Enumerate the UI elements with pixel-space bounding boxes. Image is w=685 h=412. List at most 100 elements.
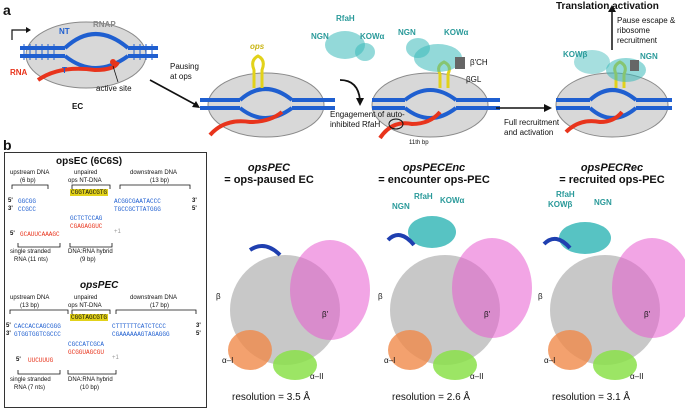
- ec-hybrid-rna-seq: CGAGAGGUC: [70, 223, 103, 230]
- s1-beta: β: [216, 292, 221, 301]
- s1-beta-prime: β': [322, 310, 329, 319]
- s3-beta-prime: β': [644, 310, 651, 319]
- pause-escape-line2: ribosome: [617, 26, 650, 35]
- ec-ss-label-1: single stranded: [10, 249, 51, 255]
- engagement-line1: Engagement of auto-: [330, 110, 405, 119]
- pec-title-line1: opsPEC: [247, 162, 291, 174]
- kow-alpha-enc-label: KOWα: [444, 28, 469, 37]
- pec-seq-title: opsPEC: [80, 280, 119, 291]
- ec-downstream-dna: downstream DNA: [130, 170, 178, 176]
- ec-hybrid-label-2: (9 bp): [80, 257, 96, 263]
- s3-resolution: resolution = 3.1 Å: [552, 392, 631, 403]
- nt-label: NT: [59, 27, 70, 36]
- pec-top-left-seq: CACCACCAGCGGG: [14, 323, 61, 330]
- ec-dna-ticks: [23, 44, 153, 60]
- enc-title-line1: opsPECEnc: [402, 162, 466, 174]
- t-label: T: [62, 66, 67, 75]
- pec-ops-loop-seq: CGGTAGCGTG: [70, 314, 109, 321]
- s3-ngn: NGN: [594, 198, 612, 207]
- ngn-label: NGN: [311, 32, 329, 41]
- translation-activation-label: Translation activation: [556, 1, 659, 12]
- pec-rna-5prime: 5': [16, 357, 21, 363]
- s3-rfah: RfaH: [556, 190, 575, 199]
- structure-enc: [386, 216, 532, 380]
- structure-pec: [228, 240, 370, 380]
- rna-label: RNA: [10, 68, 28, 77]
- pec-downstream-bp: (17 bp): [150, 303, 170, 309]
- ec-upstream-bp: (6 bp): [20, 178, 36, 184]
- s2-rfah: RfaH: [414, 192, 433, 201]
- structure-models: [228, 216, 685, 380]
- pec-upstream-dna: upstream DNA: [10, 295, 50, 301]
- ec-start-arrow: [11, 29, 26, 40]
- pause-escape-line1: Pause escape &: [617, 16, 676, 25]
- ec-ops-nt-dna: ops NT-DNA: [68, 178, 102, 184]
- sequence-panel: [4, 152, 207, 408]
- panel-a-schematic: [11, 5, 672, 140]
- s3-beta: β: [538, 292, 543, 301]
- pec-title: opsPEC = ops-paused EC: [210, 162, 328, 186]
- s2-resolution: resolution = 2.6 Å: [392, 392, 471, 403]
- s2-beta-prime: β': [484, 310, 491, 319]
- beta-ch-block: [455, 57, 465, 69]
- beta-gl-label: βGL: [466, 75, 482, 84]
- ngn-rec-label: NGN: [640, 52, 658, 61]
- ec-hybrid-dna-seq: GCTCTCCAG: [70, 215, 103, 222]
- pec-ops-nt-dna: ops NT-DNA: [68, 303, 102, 309]
- s3-alpha2: α–II: [630, 372, 644, 381]
- pec-plus1: +1: [112, 355, 119, 361]
- pec-bot-left-seq: GTGGTGGTCGCCC: [14, 331, 61, 338]
- rec-title-line1: opsPECRec: [580, 162, 644, 174]
- ec-rna-5prime: 5': [10, 231, 15, 237]
- ec-downstream-bp: (13 bp): [150, 178, 170, 184]
- full-recruit-line2: and activation: [504, 128, 554, 137]
- ec-seq-title: opsEC (6C6S): [56, 156, 123, 167]
- panel-a-label: a: [3, 2, 11, 18]
- ec-rna-strand: [36, 61, 120, 82]
- pec-title-line2: = ops-paused EC: [224, 174, 314, 186]
- s3-kow-beta: KOWβ: [548, 200, 573, 209]
- ec-label: EC: [72, 102, 84, 111]
- pec-hybrid-dna-seq: CGCCATCGCA: [68, 341, 105, 348]
- kow-beta-label: KOWβ: [563, 50, 588, 59]
- ec-unpaired: unpaired: [74, 170, 98, 176]
- pec-ss-rna-seq: UUCUUUG: [28, 357, 54, 364]
- ec-bot-right-seq: TGCCGCTTATGGG: [114, 206, 161, 213]
- pec-3prime-bot: 3': [6, 331, 11, 337]
- ec-3prime-top: 3': [192, 198, 197, 204]
- pec-ss-label-2: RNA (7 nts): [14, 385, 46, 391]
- pec-unpaired: unpaired: [74, 295, 98, 301]
- pec-top-right-seq: CTTTTTTCATCTCCC: [112, 323, 167, 330]
- ec-bot-left-seq: CCGCC: [18, 206, 37, 213]
- full-recruit-line1: Full recruitment: [504, 118, 560, 127]
- rec-title-line2: = recruited ops-PEC: [559, 174, 665, 186]
- pec-5prime-top: 5': [6, 323, 11, 329]
- beta-ch-label: β'CH: [470, 58, 488, 67]
- ec-ops-loop-seq: CGGTAGCGTG: [70, 189, 109, 196]
- enc-title: opsPECEnc = encounter ops-PEC: [370, 162, 498, 186]
- s2-alpha2: α–II: [470, 372, 484, 381]
- pec-bot-right-seq: CGAAAAAAGTAGAGGG: [112, 331, 170, 338]
- bp11-label: 11th bp: [409, 140, 429, 146]
- ngn-enc-label: NGN: [398, 28, 416, 37]
- pec-hybrid-label-1: DNA:RNA hybrid: [68, 377, 113, 383]
- at-ops-label: at ops: [170, 72, 192, 81]
- s1-resolution: resolution = 3.5 Å: [232, 392, 311, 403]
- ec-5prime-top: 5': [8, 198, 13, 204]
- structure-rec: [542, 222, 685, 380]
- active-site-label: active site: [96, 84, 132, 93]
- engagement-line2: inhibited RfaH: [330, 120, 381, 129]
- pec-ss-label-1: single stranded: [10, 377, 51, 383]
- s3-alpha1: α–I: [544, 356, 556, 365]
- s2-beta: β: [378, 292, 383, 301]
- s2-alpha1: α–I: [384, 356, 396, 365]
- s2-ngn: NGN: [392, 202, 410, 211]
- ec-upstream-dna: upstream DNA: [10, 170, 50, 176]
- ec-3prime-bot: 3': [8, 206, 13, 212]
- rec-title: opsPECRec = recruited ops-PEC: [548, 162, 676, 186]
- rfah-label: RfaH: [336, 14, 355, 23]
- pec-rnap-body: [207, 72, 325, 138]
- pec-hybrid-rna-seq: GCGGUAGCGU: [68, 349, 105, 356]
- ec-top-left-seq: GGCGG: [18, 198, 37, 205]
- pec-hybrid-label-2: (10 bp): [80, 385, 100, 391]
